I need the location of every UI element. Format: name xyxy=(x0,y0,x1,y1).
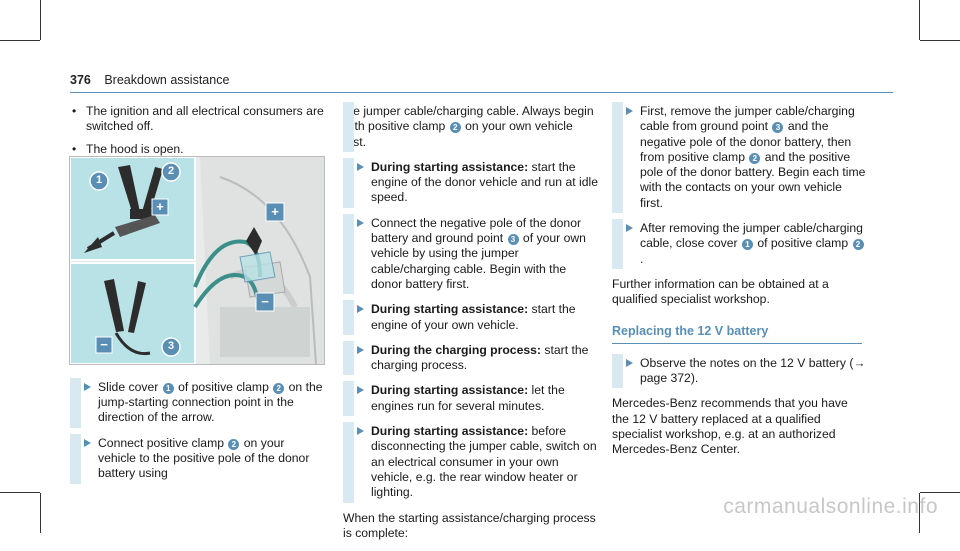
instruction-step: First, remove the jumper cable/charging … xyxy=(612,101,867,214)
step-arrow-icon xyxy=(84,438,91,447)
plus-icon: + xyxy=(271,204,279,219)
callout-1: 1 xyxy=(95,174,103,186)
crop-mark xyxy=(0,40,40,41)
step-continuation: the jumper cable/charging cable. Always … xyxy=(343,102,598,152)
minus-icon: − xyxy=(100,337,108,352)
step-arrow-icon xyxy=(357,386,364,395)
instruction-step: During the charging process: start the c… xyxy=(343,340,598,376)
callout-badge: 2 xyxy=(273,382,285,394)
crop-mark xyxy=(920,492,960,493)
instruction-step: After removing the jumper cable/charging… xyxy=(612,219,867,269)
instruction-step: Observe the notes on the 12 V battery (→… xyxy=(612,353,867,389)
crop-mark xyxy=(0,492,40,493)
crop-mark xyxy=(40,493,41,533)
step-arrow-icon xyxy=(626,224,633,233)
step-arrow-icon xyxy=(626,107,633,115)
list-item: The hood is open. xyxy=(70,142,325,158)
watermark: carmanualsonline.info xyxy=(723,495,938,518)
crop-mark xyxy=(919,493,920,533)
list-item: The ignition and all electrical consumer… xyxy=(70,104,325,135)
instruction-step: During starting assistance: before disco… xyxy=(343,422,598,504)
jump-start-illustration: 1 2 3 + + − − xyxy=(69,156,325,365)
section-name: Breakdown assistance xyxy=(104,73,230,87)
step-arrow-icon xyxy=(626,358,633,367)
callout-3: 3 xyxy=(167,340,175,352)
step-arrow-icon xyxy=(357,345,364,354)
step-arrow-icon xyxy=(357,218,364,227)
paragraph: Mercedes-Benz recommends that you have t… xyxy=(612,396,848,457)
callout-badge: 2 xyxy=(852,239,864,251)
callout-2: 2 xyxy=(167,165,175,177)
crop-mark xyxy=(920,40,960,41)
instruction-step: During starting assistance: start the en… xyxy=(343,157,598,208)
instruction-step: During starting assistance: start the en… xyxy=(343,300,598,335)
instruction-step: During starting assistance: let the engi… xyxy=(343,381,598,416)
callout-badge: 2 xyxy=(449,122,461,134)
minus-icon: − xyxy=(261,294,269,309)
crop-mark xyxy=(40,0,41,40)
callout-badge: 3 xyxy=(507,234,519,246)
header-rule xyxy=(70,92,893,93)
callout-badge: 3 xyxy=(772,122,784,134)
callout-badge: 2 xyxy=(228,438,240,450)
page-number: 376 xyxy=(70,73,91,87)
callout-badge: 2 xyxy=(749,152,761,164)
step-arrow-icon xyxy=(357,162,364,171)
illustration-svg xyxy=(70,157,324,364)
step-arrow-icon xyxy=(84,382,91,391)
paragraph: Further information can be obtained at a… xyxy=(612,276,829,307)
section-heading: Replacing the 12 V battery xyxy=(612,324,862,344)
crop-mark xyxy=(919,0,920,40)
column-3: First, remove the jumper cable/charging … xyxy=(612,101,867,468)
page-header: 376 Breakdown assistance xyxy=(70,73,229,87)
callout-badge: 1 xyxy=(162,382,174,394)
step-arrow-icon xyxy=(357,427,364,436)
paragraph: When the starting assistance/charging pr… xyxy=(343,510,596,540)
step-arrow-icon xyxy=(357,305,364,314)
instruction-step: Connect positive clamp 2 on your vehicle… xyxy=(70,433,325,484)
callout-badge: 1 xyxy=(741,239,753,251)
column-2: the jumper cable/charging cable. Always … xyxy=(343,102,598,551)
instruction-step: Slide cover 1 of positive clamp 2 on the… xyxy=(70,377,325,428)
instruction-step: Connect the negative pole of the donor b… xyxy=(343,213,598,295)
plus-icon: + xyxy=(156,199,164,214)
column-1: The ignition and all electrical consumer… xyxy=(70,104,325,492)
